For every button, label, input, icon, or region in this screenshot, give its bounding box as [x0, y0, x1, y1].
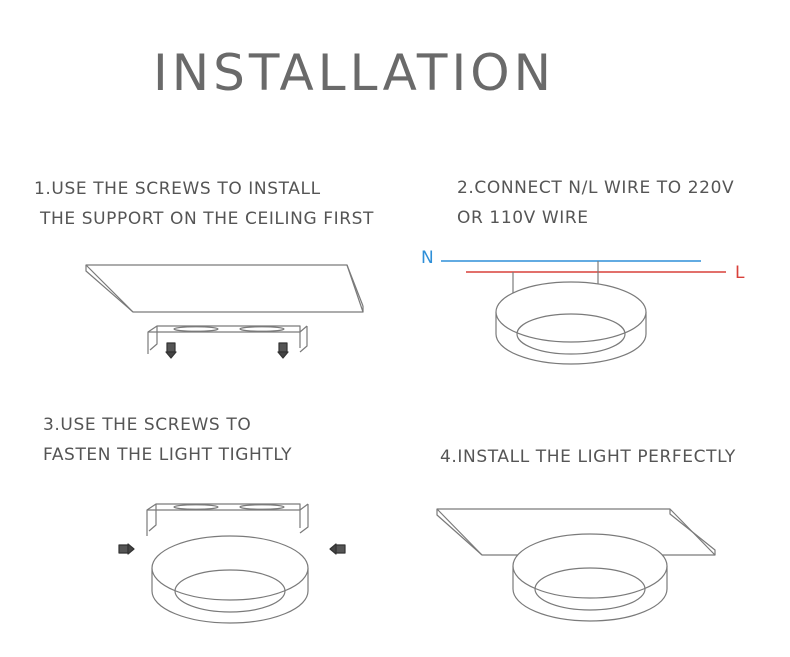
page-title: INSTALLATION	[153, 44, 555, 102]
neutral-wire-label: N	[421, 248, 434, 268]
step-1-ceiling-plate	[85, 264, 364, 313]
step-3-bracket	[146, 503, 309, 536]
step-1-line-1: 1.USE THE SCREWS TO INSTALL	[34, 179, 321, 199]
step-1-line-2: THE SUPPORT ON THE CEILING FIRST	[34, 209, 374, 229]
step-3-screw-left-icon	[118, 543, 135, 555]
step-2-line-1: 2.CONNECT N/L WIRE TO 220V	[457, 178, 735, 198]
live-wire-label: L	[735, 263, 745, 283]
step-2-text: 2.CONNECT N/L WIRE TO 220V OR 110V WIRE	[457, 173, 734, 233]
step-3-text: 3.USE THE SCREWS TO FASTEN THE LIGHT TIG…	[43, 410, 292, 470]
step-1-bracket	[147, 325, 308, 354]
step-3-light-fixture	[151, 535, 309, 624]
step-2-light-fixture	[495, 281, 647, 365]
step-4-text: 4.INSTALL THE LIGHT PERFECTLY	[440, 442, 736, 472]
step-3-line-1: 3.USE THE SCREWS TO	[43, 415, 252, 435]
step-2-line-2: OR 110V WIRE	[457, 208, 589, 228]
step-3-screw-right-icon	[329, 543, 346, 555]
step-1-screw-right-icon	[277, 342, 289, 359]
step-3-line-2: FASTEN THE LIGHT TIGHTLY	[43, 445, 293, 465]
step-4-light-fixture	[512, 533, 668, 622]
step-1-text: 1.USE THE SCREWS TO INSTALL THE SUPPORT …	[34, 174, 374, 234]
step-1-screw-left-icon	[165, 342, 177, 359]
step-4-line-1: 4.INSTALL THE LIGHT PERFECTLY	[440, 447, 736, 467]
